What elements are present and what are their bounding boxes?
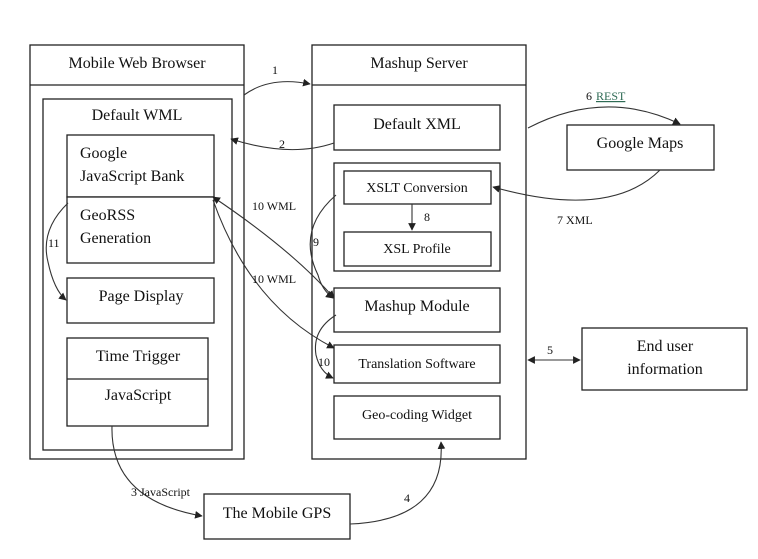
mobile-gps-box: The Mobile GPS — [203, 493, 351, 540]
edge-3 — [111, 425, 203, 519]
edge-2-label: 2 — [279, 137, 285, 151]
translation-software-box: Translation Software — [333, 344, 501, 384]
google-maps-label: Google Maps — [597, 135, 684, 152]
mashup-module-label: Mashup Module — [364, 298, 469, 315]
georss-line2: Generation — [80, 230, 151, 247]
default-xml-label: Default XML — [373, 116, 461, 133]
edge-10-wml-upper-label: 10 WML — [252, 199, 296, 213]
edge-10-label: 10 — [318, 355, 330, 369]
google-maps-box: Google Maps — [566, 124, 715, 171]
edge-11-label: 11 — [48, 236, 60, 250]
edge-7 — [492, 169, 661, 201]
edge-10-wml-lower-label: 10 WML — [252, 272, 296, 286]
mobile-gps-label: The Mobile GPS — [223, 505, 331, 522]
xslt-conversion-label: XSLT Conversion — [366, 181, 468, 196]
default-wml-title: Default WML — [92, 107, 183, 124]
geo-coding-widget-label: Geo-coding Widget — [362, 408, 472, 423]
edge-3-label: 3 JavaScript — [131, 485, 191, 499]
edge-4-label: 4 — [404, 491, 410, 505]
mashup-module-box: Mashup Module — [333, 287, 501, 333]
translation-software-label: Translation Software — [358, 357, 475, 372]
xsl-profile-label: XSL Profile — [383, 242, 451, 257]
google-js-bank-box: Google JavaScript Bank — [66, 134, 215, 198]
edge-11 — [45, 202, 69, 301]
edge-8-label: 8 — [424, 210, 430, 224]
edge-1-label: 1 — [272, 63, 278, 77]
edge-5-label: 5 — [547, 343, 553, 357]
default-xml-box: Default XML — [333, 104, 501, 151]
edge-9-label: 9 — [313, 235, 319, 249]
mobile-web-browser-title: Mobile Web Browser — [68, 55, 206, 72]
mashup-server-title: Mashup Server — [370, 55, 468, 72]
end-user-line1: End user — [637, 338, 694, 355]
page-display-box: Page Display — [66, 277, 215, 324]
end-user-information-box: End user information — [581, 327, 748, 391]
page-display-label: Page Display — [99, 288, 184, 305]
edge-10 — [314, 314, 337, 379]
edge-1 — [243, 78, 311, 96]
georss-generation-box: GeoRSS Generation — [66, 196, 215, 264]
edge-6 — [527, 106, 681, 129]
time-trigger-box: Time Trigger JavaScript — [66, 337, 209, 427]
edge-6-num: 6 — [586, 89, 592, 103]
edge-7-label: 7 XML — [557, 213, 593, 227]
google-js-bank-line2: JavaScript Bank — [80, 168, 184, 185]
edge-2 — [230, 137, 335, 151]
time-trigger-label: Time Trigger — [96, 348, 181, 365]
xslt-conversion-box: XSLT Conversion — [343, 170, 492, 205]
edge-4 — [349, 441, 446, 525]
edge-6-rest: REST — [596, 89, 626, 103]
javascript-label: JavaScript — [105, 387, 172, 404]
georss-line1: GeoRSS — [80, 207, 135, 224]
edge-10-wml-lower — [212, 199, 335, 349]
end-user-line2: information — [627, 361, 703, 378]
edge-10-wml-upper — [212, 196, 335, 299]
xsl-profile-box: XSL Profile — [343, 231, 492, 267]
geo-coding-widget-box: Geo-coding Widget — [333, 395, 501, 440]
google-js-bank-line1: Google — [80, 145, 127, 162]
